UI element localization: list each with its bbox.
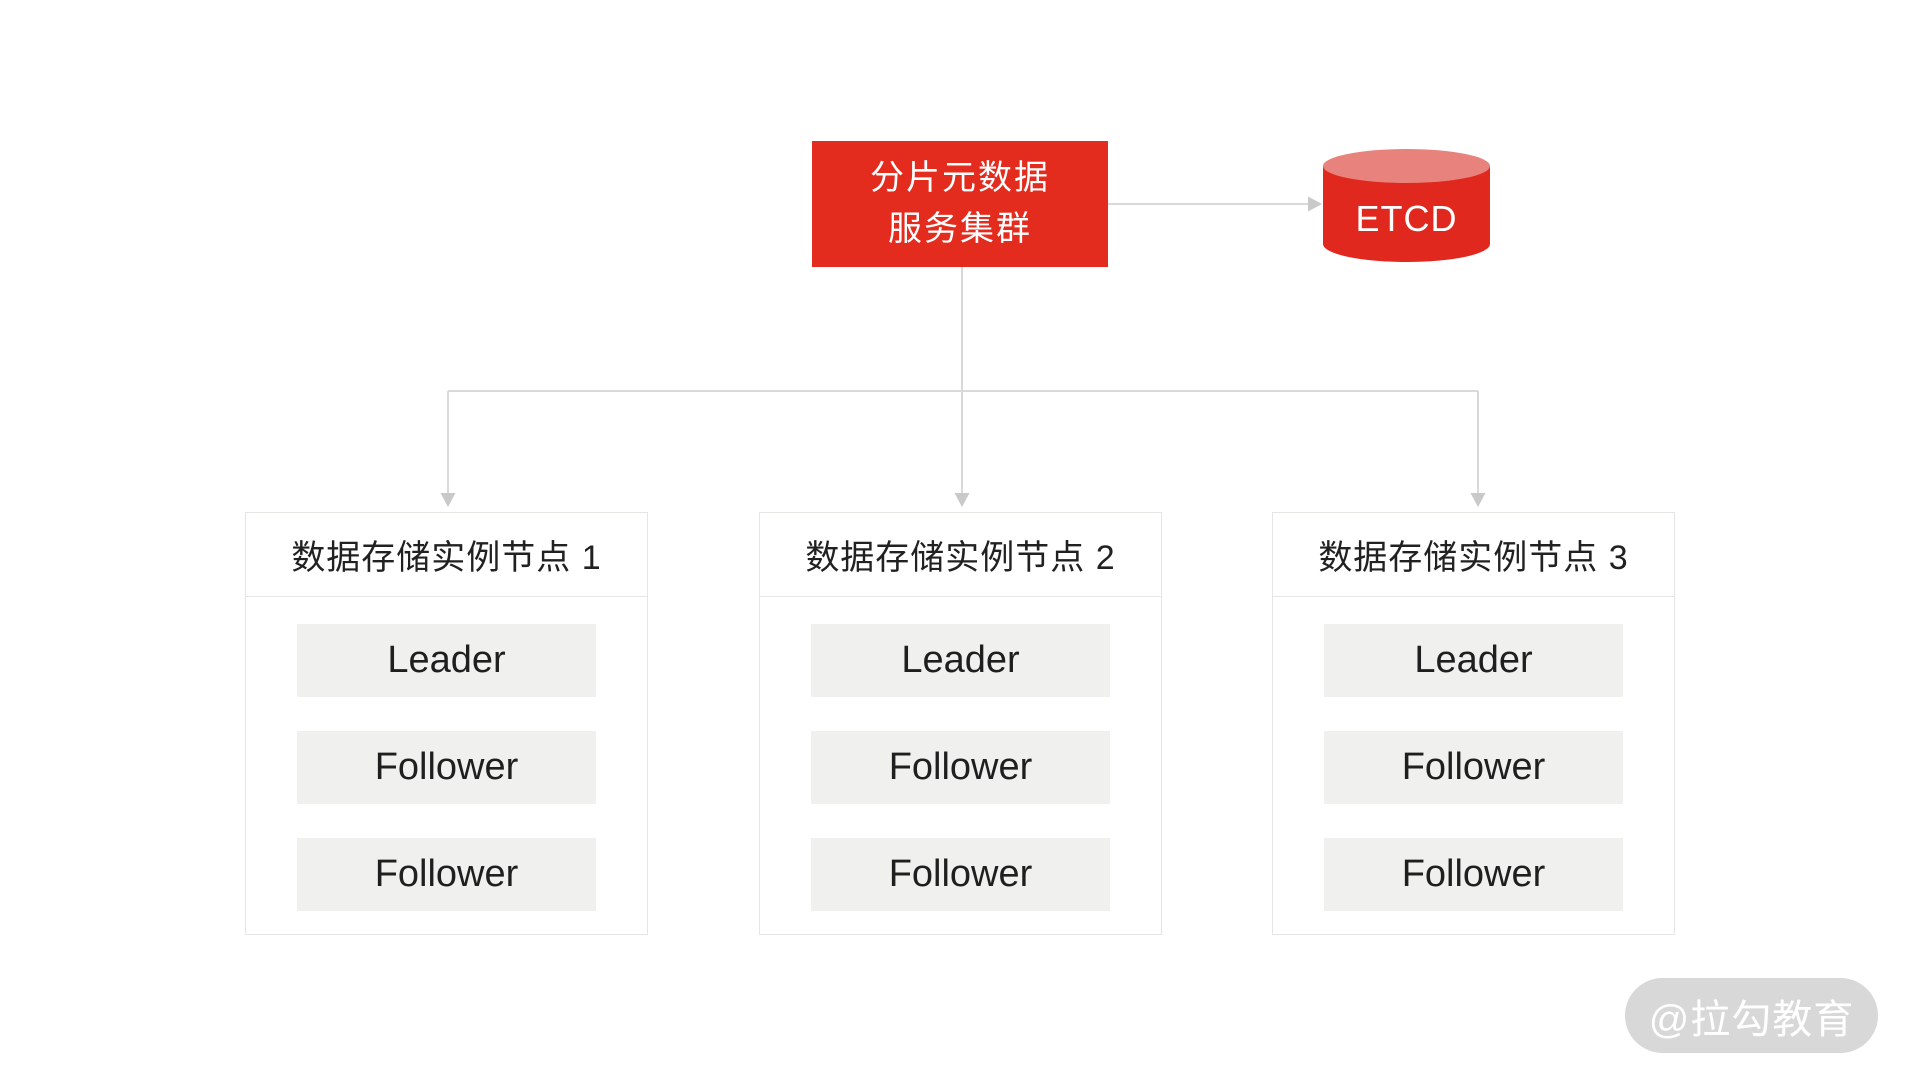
etcd-label: ETCD	[1355, 198, 1458, 239]
follower-box: Follower	[297, 731, 596, 804]
storage-node-1-title: 数据存储实例节点 1	[246, 513, 647, 597]
root-label-line2: 服务集群	[888, 210, 1032, 248]
watermark-badge: @拉勾教育	[1625, 978, 1878, 1053]
storage-node-3: 数据存储实例节点 3 Leader Follower Follower	[1272, 512, 1675, 935]
storage-node-2: 数据存储实例节点 2 Leader Follower Follower	[759, 512, 1162, 935]
etcd-cylinder: ETCD	[1323, 149, 1490, 262]
storage-node-3-title: 数据存储实例节点 3	[1273, 513, 1674, 597]
root-label-line1: 分片元数据	[870, 159, 1050, 197]
follower-box: Follower	[1324, 731, 1623, 804]
follower-box: Follower	[297, 838, 596, 911]
storage-node-2-roles: Leader Follower Follower	[760, 597, 1161, 933]
storage-node-1-roles: Leader Follower Follower	[246, 597, 647, 933]
follower-box: Follower	[1324, 838, 1623, 911]
arrowhead-node3-icon	[1470, 493, 1486, 507]
shard-metadata-service-box: 分片元数据 服务集群	[812, 141, 1108, 267]
follower-box: Follower	[811, 731, 1110, 804]
follower-box: Follower	[811, 838, 1110, 911]
etcd-cylinder-top	[1323, 149, 1490, 183]
arrowhead-etcd-icon	[1308, 196, 1322, 212]
leader-box: Leader	[811, 624, 1110, 697]
storage-node-2-title: 数据存储实例节点 2	[760, 513, 1161, 597]
leader-box: Leader	[297, 624, 596, 697]
leader-box: Leader	[1324, 624, 1623, 697]
arrowhead-node1-icon	[440, 493, 456, 507]
storage-node-1: 数据存储实例节点 1 Leader Follower Follower	[245, 512, 648, 935]
arrowhead-node2-icon	[954, 493, 970, 507]
storage-node-3-roles: Leader Follower Follower	[1273, 597, 1674, 933]
